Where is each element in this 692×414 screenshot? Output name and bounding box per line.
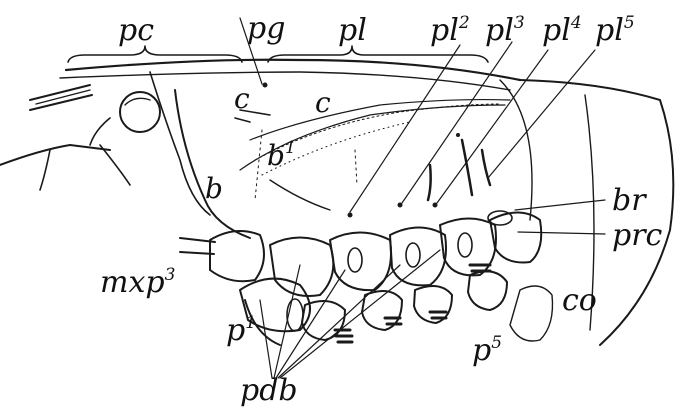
label-c-upper: c [315,86,331,119]
label-pdb: pdb [240,373,298,408]
label-b1: b1 [267,138,296,172]
label-pg: pg [247,11,285,46]
pleural-spines [263,83,491,218]
label-prc: prc [612,218,663,253]
label-pl2: pl2 [430,13,470,48]
label-b: b [205,172,223,205]
eye-and-antennae [0,85,270,190]
label-br: br [612,183,647,218]
label-pl3: pl3 [485,13,525,48]
label-pc: pc [118,13,154,48]
label-p1: p1 [226,313,256,348]
label-pl: pl [338,13,367,48]
label-pl4: pl4 [542,13,582,48]
label-mxp3: mxp3 [100,265,175,300]
label-p5: p5 [472,333,502,368]
label-co: co [562,283,597,318]
label-pl5: pl5 [595,13,635,48]
label-c-lower: c [234,82,250,115]
